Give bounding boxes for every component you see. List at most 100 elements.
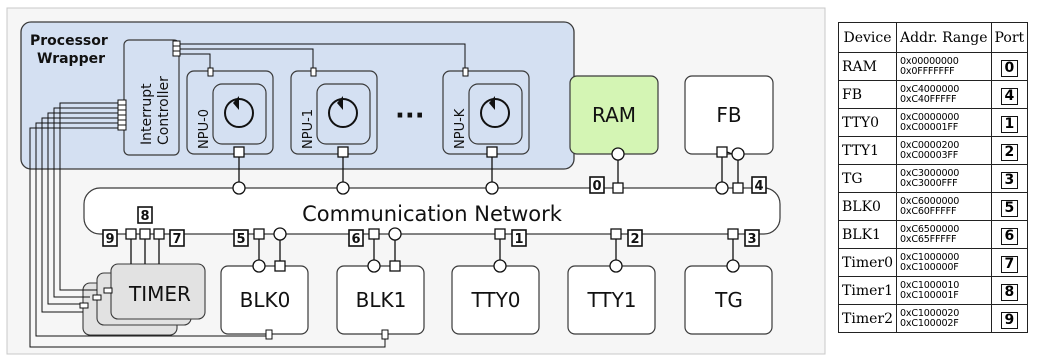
port-cell: 5 bbox=[990, 192, 1029, 221]
svg-text:0: 0 bbox=[592, 179, 601, 194]
table-header-row: Device Addr. Range Port bbox=[838, 22, 1029, 53]
header-port: Port bbox=[990, 22, 1029, 53]
tty0-label: TTY0 bbox=[470, 288, 520, 312]
port-number-fb: 4 bbox=[751, 176, 767, 194]
npu-0-label: NPU-0 bbox=[197, 109, 212, 149]
fb-box bbox=[684, 75, 774, 155]
loop-arrow-icon bbox=[337, 96, 343, 110]
port-cell: 7 bbox=[990, 248, 1029, 277]
header-addr-range: Addr. Range bbox=[895, 22, 992, 53]
tg-label: TG bbox=[714, 288, 743, 312]
fb-label: FB bbox=[716, 103, 741, 127]
port-number-ram: 0 bbox=[589, 176, 605, 194]
network-label: Communication Network bbox=[302, 202, 563, 226]
communication-network bbox=[83, 187, 781, 235]
interrupt-controller-label-1: Interrupt bbox=[139, 83, 155, 145]
port-cell: 1 bbox=[990, 108, 1029, 137]
npu-k: NPU-K bbox=[442, 70, 530, 155]
port-cell: 3 bbox=[990, 164, 1029, 193]
port-cell: 4 bbox=[990, 80, 1029, 109]
port-cell: 0 bbox=[990, 52, 1029, 81]
npu-interrupt-lines bbox=[180, 43, 466, 71]
device-cell: TG bbox=[838, 164, 897, 193]
interrupt-controller bbox=[123, 39, 180, 156]
device-cell: FB bbox=[838, 80, 897, 109]
blk1-label: BLK1 bbox=[356, 288, 407, 312]
svg-text:5: 5 bbox=[236, 232, 245, 247]
port-number-timer2: 7 bbox=[169, 229, 185, 247]
port-cell: 9 bbox=[990, 304, 1029, 333]
port-number-tg: 3 bbox=[744, 229, 760, 247]
svg-text:2: 2 bbox=[630, 232, 639, 247]
timer-label: TIMER bbox=[128, 282, 191, 306]
npu-1: NPU-1 bbox=[290, 70, 378, 155]
loop-arrow-icon bbox=[489, 96, 495, 110]
device-cell: Timer1 bbox=[838, 276, 897, 305]
interrupt-wires bbox=[29, 102, 386, 348]
upper-connections bbox=[232, 146, 745, 195]
port-number-timer1: 8 bbox=[137, 206, 153, 224]
port-cell: 2 bbox=[990, 136, 1029, 165]
loop-arrow-icon bbox=[233, 96, 239, 110]
interrupt-output-ports bbox=[79, 99, 389, 340]
svg-text:6: 6 bbox=[351, 232, 360, 247]
npu-ellipsis: ··· bbox=[395, 101, 425, 131]
device-cell: BLK1 bbox=[838, 220, 897, 249]
ram-label: RAM bbox=[592, 103, 636, 127]
device-cell: RAM bbox=[838, 52, 897, 81]
svg-text:9: 9 bbox=[105, 232, 114, 247]
port-cell: 6 bbox=[990, 220, 1029, 249]
port-number-timer0: 9 bbox=[102, 229, 118, 247]
device-cell: TTY0 bbox=[838, 108, 897, 137]
header-device: Device bbox=[838, 22, 897, 53]
device-cell: BLK0 bbox=[838, 192, 897, 221]
architecture-diagram: Processor Wrapper Interrupt Controller N… bbox=[6, 7, 826, 355]
device-cell: TTY1 bbox=[838, 136, 897, 165]
port-number-tty0: 1 bbox=[511, 229, 527, 247]
svg-text:7: 7 bbox=[172, 232, 181, 247]
port-number-tty1: 2 bbox=[627, 229, 643, 247]
lower-connections bbox=[125, 227, 740, 273]
npu-0: NPU-0 bbox=[186, 70, 274, 155]
device-cell: Timer2 bbox=[838, 304, 897, 333]
interrupt-controller-label-2: Controller bbox=[156, 76, 172, 145]
port-number-blk0: 5 bbox=[233, 229, 249, 247]
tty1-label: TTY1 bbox=[586, 288, 636, 312]
svg-text:8: 8 bbox=[140, 209, 149, 224]
device-cell: Timer0 bbox=[838, 248, 897, 277]
svg-text:4: 4 bbox=[754, 179, 763, 194]
svg-text:3: 3 bbox=[747, 232, 756, 247]
npu-1-label: NPU-1 bbox=[301, 109, 316, 149]
blk0-label: BLK0 bbox=[240, 288, 291, 312]
wrapper-title-line2: Wrapper bbox=[37, 51, 105, 67]
svg-text:1: 1 bbox=[514, 232, 523, 247]
interrupt-input-ports bbox=[172, 40, 469, 77]
port-cell: 8 bbox=[990, 276, 1029, 305]
port-number-blk1: 6 bbox=[348, 229, 364, 247]
wrapper-title-line1: Processor bbox=[30, 33, 108, 49]
npu-k-label: NPU-K bbox=[453, 108, 468, 149]
timer-stack: TIMER bbox=[82, 263, 206, 336]
